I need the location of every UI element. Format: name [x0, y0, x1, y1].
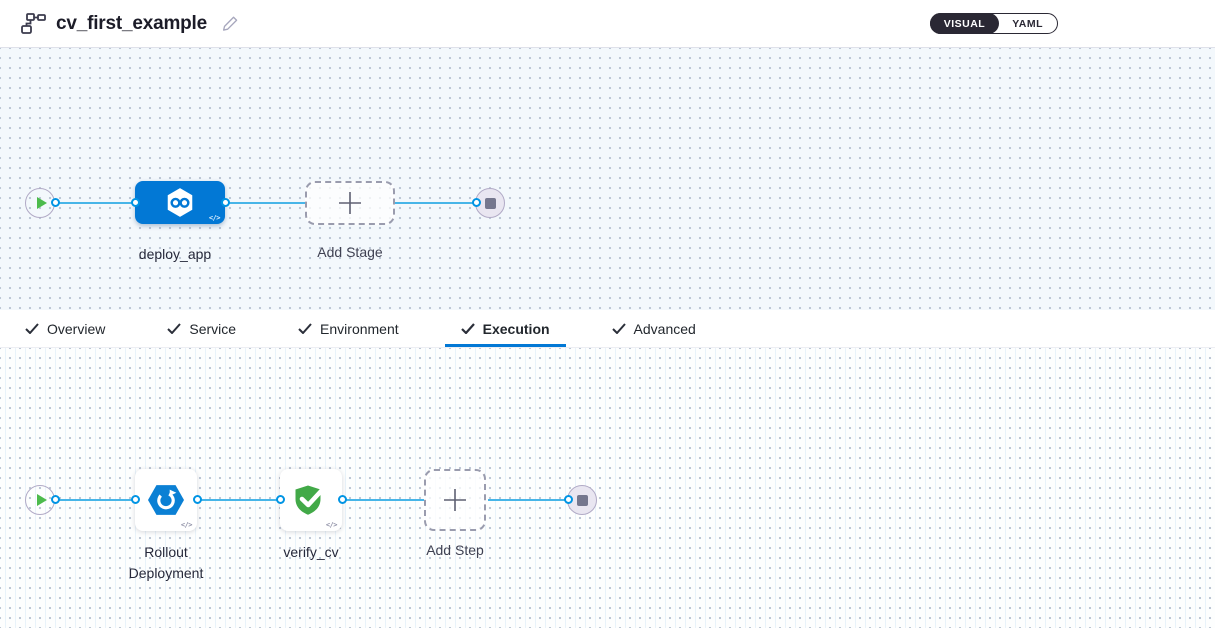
tab-environment[interactable]: Environment [282, 310, 415, 347]
check-icon [611, 323, 626, 334]
stop-icon [484, 197, 496, 209]
active-tab-underline [444, 344, 566, 347]
tab-overview[interactable]: Overview [9, 310, 121, 347]
stage-config-tabbar: Overview Service Environment Execution A… [0, 310, 1215, 348]
step-node-rollout-deployment[interactable]: </> [135, 469, 197, 531]
stop-icon [576, 494, 588, 506]
link-port [472, 198, 481, 207]
link-port [221, 198, 230, 207]
shield-check-icon [295, 485, 326, 515]
view-mode-toggle: VISUAL YAML [929, 13, 1058, 34]
link-port [193, 495, 202, 504]
execution-canvas: </> </> Rollout Deployment ve [0, 348, 1215, 628]
tab-label: Advanced [633, 320, 696, 337]
add-stage-label: Add Stage [317, 244, 383, 260]
tab-advanced[interactable]: Advanced [596, 310, 712, 347]
link-port [276, 495, 285, 504]
stage-canvas: </> deploy_app Add Stage [0, 48, 1215, 310]
tab-label: Execution [482, 320, 550, 337]
tab-service[interactable]: Service [151, 310, 252, 347]
add-stage-button[interactable] [305, 181, 395, 225]
link-port [338, 495, 347, 504]
tab-label: Service [189, 320, 237, 337]
step-node-verify-cv[interactable]: </> [280, 469, 342, 531]
edge-stage-addstage [223, 202, 307, 204]
tab-execution[interactable]: Execution [444, 310, 566, 347]
tab-label: Environment [320, 320, 399, 337]
visual-toggle-button[interactable]: VISUAL [929, 13, 1000, 34]
check-icon [460, 323, 475, 334]
edit-pencil-icon[interactable] [219, 12, 242, 35]
pipeline-header: cv_first_example VISUAL YAML [0, 0, 1215, 48]
tab-label: Overview [47, 320, 106, 337]
link-port [564, 495, 573, 504]
check-icon [167, 323, 182, 334]
edge-addstage-end [394, 202, 478, 204]
edge-start-stage [54, 202, 137, 204]
check-icon [25, 323, 39, 334]
link-port [51, 495, 60, 504]
edge-addstep-end [488, 499, 569, 501]
plus-icon [339, 192, 361, 214]
code-icon: </> [325, 521, 338, 529]
code-icon: </> [208, 214, 221, 222]
edge-rollout-verify [199, 499, 280, 501]
pipeline-graph-icon [21, 13, 46, 34]
add-step-button[interactable] [424, 469, 486, 531]
step-name-label: Rollout Deployment [128, 544, 204, 581]
rollout-circular-arrow-icon [148, 485, 184, 515]
stage-node-deploy-app[interactable]: </> [135, 181, 225, 224]
play-icon [37, 494, 47, 506]
yaml-toggle-button[interactable]: YAML [998, 13, 1057, 34]
play-icon [37, 197, 47, 209]
link-port [131, 495, 140, 504]
stage-name-label: deploy_app [138, 246, 212, 262]
plus-icon [444, 489, 466, 511]
edge-start-rollout [54, 499, 137, 501]
add-step-label: Add Step [426, 542, 484, 558]
page-title: cv_first_example [56, 12, 208, 34]
cd-hexagon-infinity-icon [167, 187, 193, 217]
link-port [131, 198, 140, 207]
pipeline-title-group: cv_first_example [20, 12, 242, 35]
code-icon: </> [180, 521, 193, 529]
edge-verify-addstep [344, 499, 424, 501]
check-icon [298, 323, 312, 334]
step-name-label: verify_cv [283, 544, 339, 560]
link-port [51, 198, 60, 207]
